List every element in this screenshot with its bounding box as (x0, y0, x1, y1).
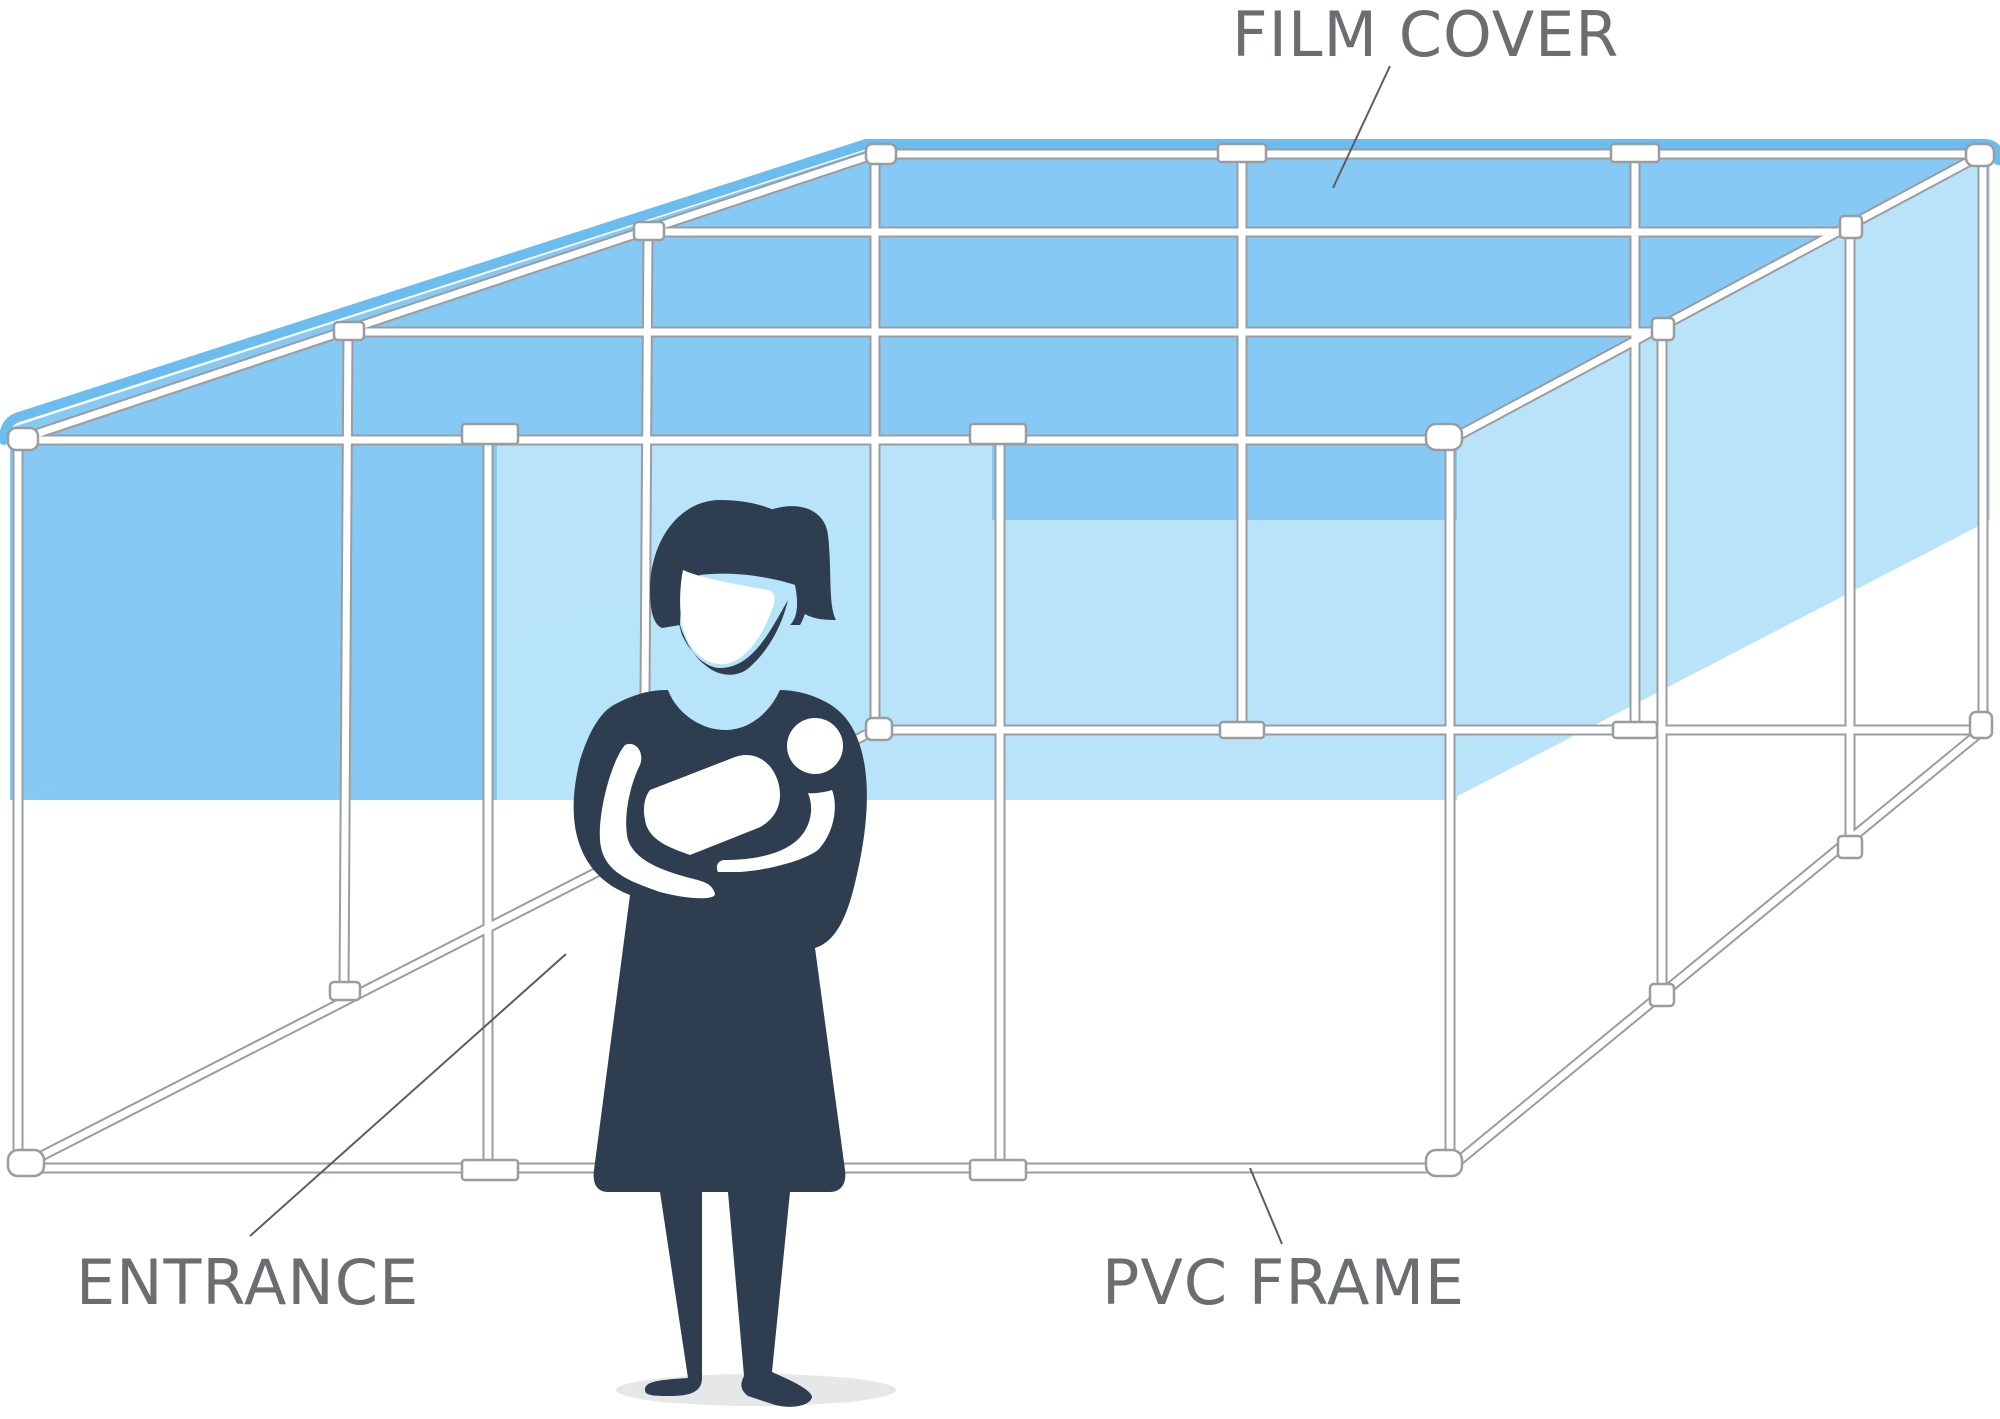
pvc-frame-label: PVC FRAME (1102, 1246, 1466, 1319)
figure-baby-body (643, 754, 780, 855)
fitting-left-roof-2 (632, 220, 666, 242)
figure-face-inner (680, 570, 775, 665)
fitting-front-top-t2 (968, 422, 1028, 446)
leader-line-entrance (249, 953, 567, 1237)
fitting-right-floor-1 (1648, 982, 1676, 1008)
figure-arm-left (599, 743, 715, 899)
fitting-back-bottom-t1 (1218, 720, 1266, 740)
figure-baby-head (787, 718, 843, 774)
figure-face (674, 570, 788, 675)
fitting-front-bottom-left (6, 1148, 46, 1178)
fitting-front-bottom-right (1424, 1148, 1464, 1178)
fitting-right-floor-2 (1836, 834, 1864, 860)
figure-leg-left (645, 1192, 702, 1396)
fitting-right-roof-1 (1650, 316, 1676, 342)
fitting-front-bottom-t2 (968, 1158, 1028, 1182)
mother-holding-baby-icon (573, 500, 896, 1407)
figure-arm-right (716, 790, 835, 872)
film-cover-edge-highlight (0, 139, 2000, 445)
fitting-back-top-t2 (1609, 142, 1661, 164)
film-cover-label: FILM COVER (1232, 0, 1620, 71)
fitting-front-bottom-t1 (460, 1158, 520, 1182)
film-cover-left-lower-shade-2 (10, 640, 497, 800)
fitting-back-bottom-right (1968, 710, 1994, 740)
leader-lines (249, 65, 1391, 1245)
leader-line-pvc-frame (1249, 1167, 1283, 1245)
fitting-right-roof-2 (1838, 214, 1864, 240)
fitting-front-top-right (1424, 422, 1464, 452)
fitting-back-bottom-left (864, 716, 894, 742)
figure-ponytail (770, 506, 836, 620)
figure-hair (650, 500, 811, 628)
fitting-front-top-left (6, 426, 40, 452)
fitting-front-top-t1 (460, 422, 520, 446)
fitting-back-bottom-t2 (1611, 720, 1659, 740)
film-cover-front-right-lower (992, 520, 1457, 800)
fitting-left-roof-1 (332, 320, 366, 342)
fitting-back-top-right (1964, 142, 1996, 168)
leader-line-film-cover (1332, 65, 1391, 189)
fitting-back-top-t1 (1216, 142, 1268, 164)
entrance-label: ENTRANCE (76, 1246, 420, 1319)
figure-leg-right (728, 1192, 812, 1407)
fitting-back-top-left (864, 142, 898, 166)
fitting-left-floor-1 (328, 980, 362, 1002)
